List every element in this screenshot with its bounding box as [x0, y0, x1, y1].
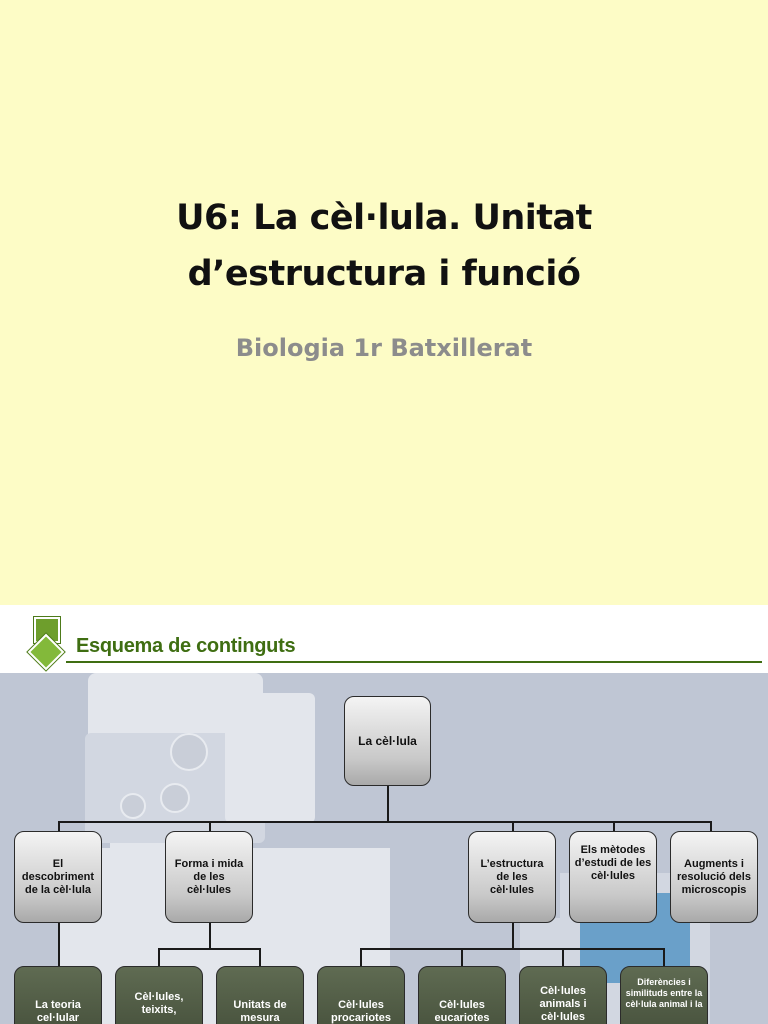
node-level2-4: Cèl·lules procariotes [317, 966, 405, 1024]
node-label: L’estructura de les cèl·lules [480, 857, 544, 896]
title-slide: U6: La cèl·lula. Unitat d’estructura i f… [0, 0, 768, 605]
node-level2-7: Diferències i similituds entre la cèl·lu… [620, 966, 708, 1024]
connector-l2-5 [461, 948, 463, 966]
node-level1-5: Augments i resolució dels microscopis [670, 831, 758, 923]
node-label: Diferències i similituds entre la cèl·lu… [625, 977, 703, 1009]
connector-l1-1-down [58, 923, 60, 967]
connector-l1-2 [209, 821, 211, 831]
node-root: La cèl·lula [344, 696, 431, 786]
connector-l1-2-down [209, 923, 211, 949]
content-scheme-slide: Esquema de continguts La cèl·lula El des… [0, 605, 768, 1024]
node-label: Cèl·lules procariotes [331, 999, 391, 1024]
connector-root-down [387, 785, 389, 822]
header-title: Esquema de continguts [76, 635, 296, 657]
connector-l1-3 [512, 821, 514, 831]
connector-l2-3 [259, 948, 261, 966]
node-label: Forma i mida de les cèl·lules [174, 857, 244, 896]
connector-l2-group-b [360, 948, 665, 950]
connector-l2-6 [562, 948, 564, 966]
connector-l2-group-a [158, 948, 261, 950]
node-level2-2: Cèl·lules, teixits, [115, 966, 203, 1024]
slide-subtitle: Biologia 1r Batxillerat [235, 334, 533, 362]
slide-title: U6: La cèl·lula. Unitat d’estructura i f… [0, 190, 768, 302]
connector-l2-4 [360, 948, 362, 966]
node-level2-3: Unitats de mesura [216, 966, 304, 1024]
node-level1-3: L’estructura de les cèl·lules [468, 831, 556, 923]
connector-level1-horizontal [58, 821, 711, 823]
node-root-label: La cèl·lula [358, 733, 417, 748]
node-level1-2: Forma i mida de les cèl·lules [165, 831, 253, 923]
slide-header: Esquema de continguts [0, 605, 768, 673]
node-level2-6: Cèl·lules animals i cèl·lules [519, 966, 607, 1024]
slide-title-line-2: d’estructura i funció [187, 254, 581, 294]
node-label: Els mètodes d’estudi de les cèl·lules [574, 844, 652, 882]
connector-l2-7 [663, 948, 665, 966]
node-label: Unitats de mesura [233, 999, 287, 1024]
slide-title-line-1: U6: La cèl·lula. Unitat [176, 198, 592, 238]
header-underline [66, 661, 762, 663]
node-label: Augments i resolució dels microscopis [677, 857, 751, 896]
connector-l1-4 [613, 821, 615, 831]
node-label: Cèl·lules animals i cèl·lules [539, 985, 587, 1023]
node-label: El descobriment de la cèl·lula [21, 857, 95, 896]
node-label: Cèl·lules eucariotes [434, 999, 490, 1024]
node-label: La teoria cel·lular [35, 999, 81, 1024]
connector-l2-2 [158, 948, 160, 966]
node-level2-5: Cèl·lules eucariotes [418, 966, 506, 1024]
node-level2-1: La teoria cel·lular [14, 966, 102, 1024]
node-level1-1: El descobriment de la cèl·lula [14, 831, 102, 923]
connector-l1-5 [710, 821, 712, 831]
node-level1-4: Els mètodes d’estudi de les cèl·lules [569, 831, 657, 923]
node-label: Cèl·lules, teixits, [134, 991, 184, 1016]
connector-l1-1 [58, 821, 60, 831]
connector-l1-3-down [512, 923, 514, 949]
